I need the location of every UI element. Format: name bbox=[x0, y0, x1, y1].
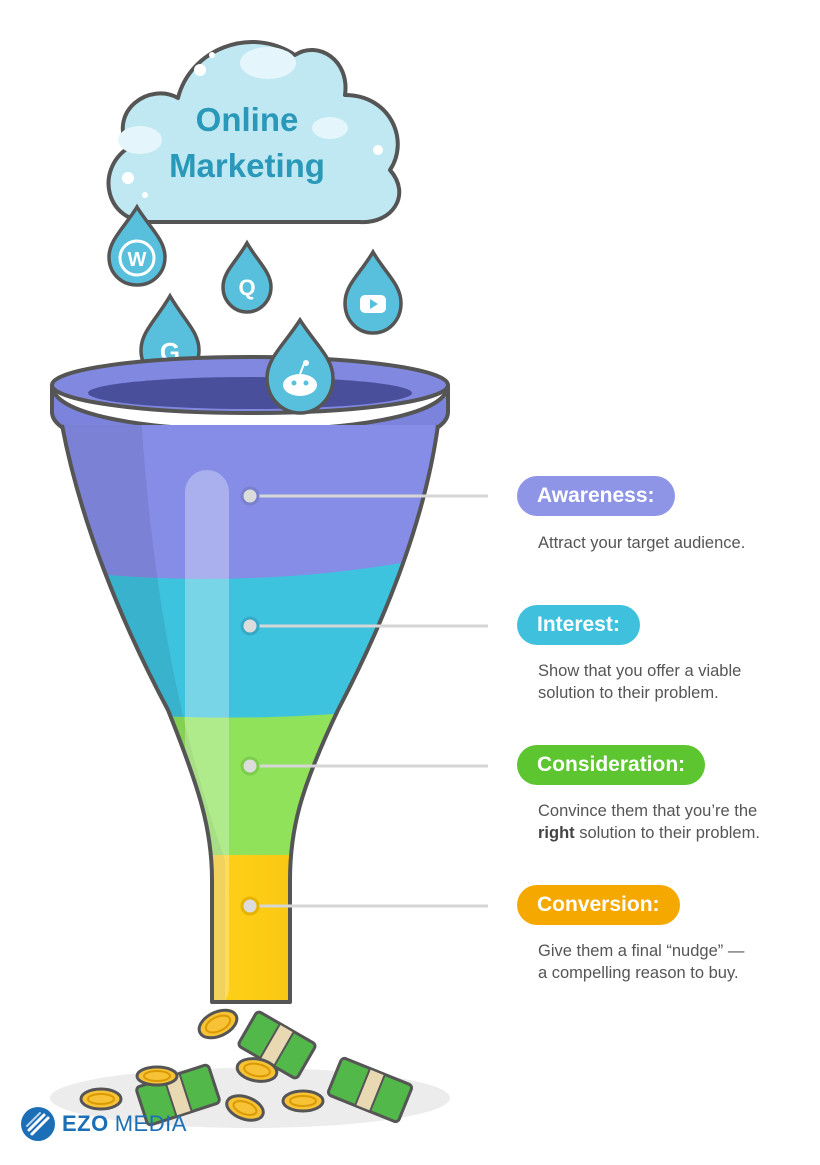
wordpress-icon bbox=[118, 239, 156, 277]
stage-description-interest-line1: Show that you offer a viable bbox=[538, 662, 742, 680]
funnel-opening bbox=[88, 377, 412, 409]
stage-description-conversion-line2: a compelling reason to buy. bbox=[538, 964, 739, 982]
funnel-outline bbox=[60, 424, 440, 1004]
stage-description-consideration-line2: right solution to their problem. bbox=[538, 822, 808, 844]
cloud-title-line2: Marketing bbox=[169, 147, 325, 184]
stage-description-consideration-line1: Convince them that you’re the bbox=[538, 802, 758, 820]
coins bbox=[79, 1008, 325, 1122]
brand-sub: MEDIA bbox=[114, 1111, 187, 1136]
cash-bundle bbox=[326, 1056, 414, 1124]
wordpress-glyph: W bbox=[128, 249, 147, 271]
stage-description-conversion: Give them a final “nudge” — a compelling… bbox=[538, 940, 808, 984]
wordpress-drop: W bbox=[107, 203, 167, 287]
cloud-title-line1: Online bbox=[196, 101, 299, 138]
stage-description-conversion-line1: Give them a final “nudge” — bbox=[538, 942, 745, 960]
stage-label-awareness: Awareness: bbox=[517, 476, 675, 516]
stage-label-consideration: Consideration: bbox=[517, 745, 706, 785]
band-conversion bbox=[62, 855, 438, 1002]
stage-description-interest: Show that you offer a viable solution to… bbox=[538, 660, 808, 704]
reddit-drop bbox=[265, 316, 335, 415]
stage-description-consideration: Convince them that you’re the right solu… bbox=[538, 800, 808, 844]
stage-connectors bbox=[240, 486, 488, 916]
ezo-logo-icon bbox=[21, 1107, 55, 1141]
stage-description-awareness: Attract your target audience. bbox=[538, 534, 746, 552]
quora-icon: Q bbox=[238, 275, 255, 300]
money-pile bbox=[79, 1008, 414, 1127]
stage-description-consideration-line2-rest: solution to their problem. bbox=[574, 824, 760, 842]
youtube-drop bbox=[343, 248, 403, 335]
stage-description-interest-line2: solution to their problem. bbox=[538, 684, 719, 702]
cloud: Online Marketing bbox=[106, 39, 402, 225]
stage-label-interest: Interest: bbox=[517, 605, 640, 645]
emphasis-right: right bbox=[538, 824, 575, 842]
brand-logo: EZO MEDIA bbox=[20, 1106, 187, 1142]
cash-bundle bbox=[237, 1010, 317, 1080]
reddit-icon bbox=[283, 374, 317, 396]
stage-label-conversion: Conversion: bbox=[517, 885, 680, 925]
brand-name: EZO bbox=[62, 1111, 109, 1136]
quora-drop: Q bbox=[221, 239, 273, 314]
